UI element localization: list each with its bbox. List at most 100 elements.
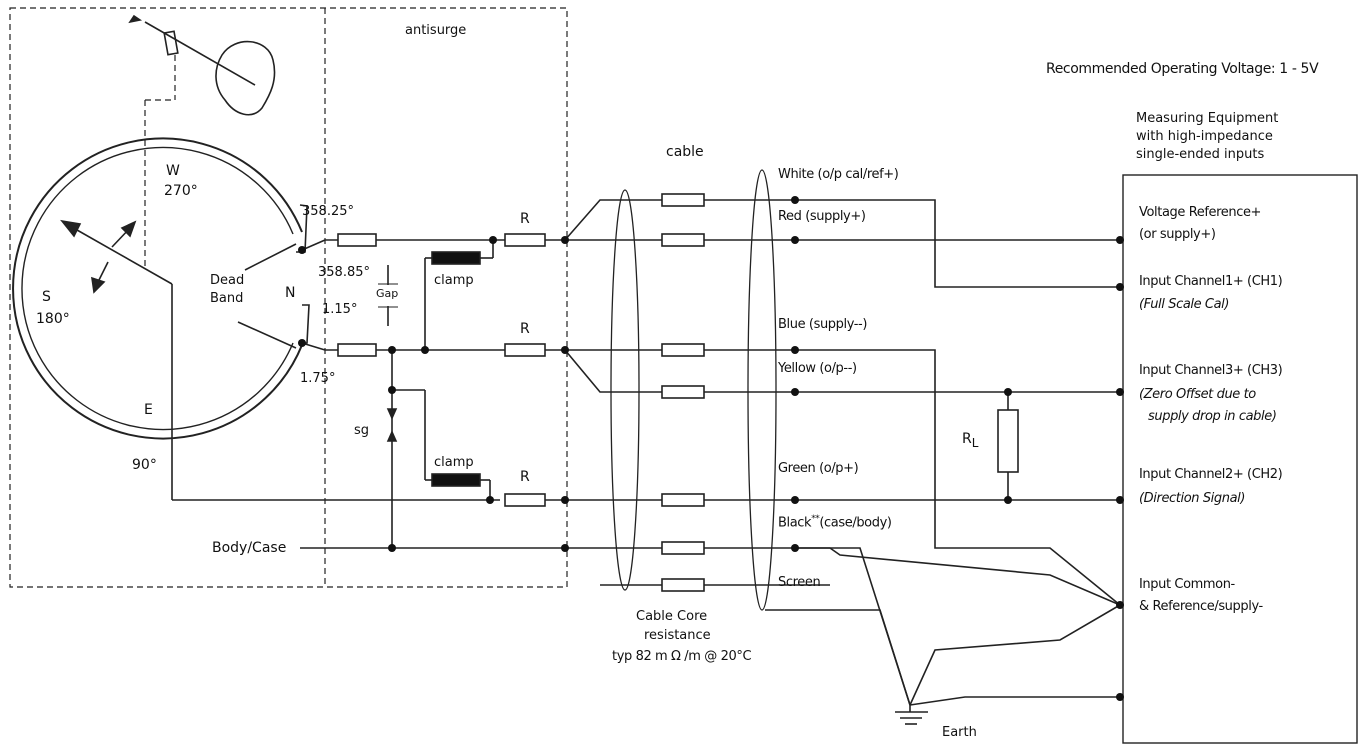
- sg-arrow-2: [386, 430, 398, 442]
- deg-358-25: 358.25°: [302, 204, 354, 219]
- resistor-bottom: [337, 343, 377, 357]
- node-dot: [791, 388, 799, 396]
- input-ch3-note2: supply drop in cable): [1148, 409, 1277, 424]
- node-dot: [561, 544, 569, 552]
- sg-arrow-1: [386, 408, 398, 420]
- input-vref-label: Voltage Reference+: [1139, 205, 1262, 220]
- node-dot: [791, 236, 799, 244]
- core-res-blue: [661, 343, 705, 357]
- core-res-screen: [661, 578, 705, 592]
- node-dot: [1004, 496, 1012, 504]
- vane-shaft: [144, 21, 256, 86]
- gap-label: Gap: [376, 287, 399, 300]
- input-ch2-label: Input Channel2+ (CH2): [1139, 467, 1283, 482]
- core-res-yellow: [661, 385, 705, 399]
- deadband-arrow-top: [244, 243, 297, 271]
- core-res-red: [661, 233, 705, 247]
- rotate-arrow-2-head: [91, 276, 106, 294]
- node-dot: [1116, 693, 1124, 701]
- black-wire-label: Black**(case/body): [778, 515, 892, 531]
- black-main: Black: [778, 515, 812, 531]
- node-dot: [388, 386, 396, 394]
- white-wire: [564, 199, 1120, 288]
- blue-wire: [565, 349, 1121, 606]
- R-bottom: [504, 493, 546, 507]
- node-dot: [298, 246, 306, 254]
- clamp-top: [431, 251, 481, 265]
- r1-label: R: [520, 211, 530, 227]
- core-line1: Cable Core: [636, 609, 708, 624]
- pot-track-inner: [21, 146, 294, 431]
- earth-wire-1: [795, 547, 911, 706]
- angle-s: S: [42, 289, 51, 305]
- core-line3: typ 82 m Ω /m @ 20°C: [612, 649, 752, 664]
- node-dot: [1116, 388, 1124, 396]
- band-label: Band: [210, 291, 244, 306]
- antisurge-label: antisurge: [405, 23, 467, 38]
- input-ch3-note1: (Zero Offset due to: [1139, 387, 1256, 402]
- core-line2: resistance: [644, 628, 711, 643]
- angle-90: 90°: [132, 457, 157, 473]
- node-dot: [421, 346, 429, 354]
- node-dot: [561, 496, 569, 504]
- sensor-dashed-box: [9, 7, 568, 588]
- earth-wire-2: [765, 609, 911, 706]
- dead-label: Dead: [210, 273, 245, 288]
- cable-label: cable: [666, 144, 704, 160]
- node-dot: [486, 496, 494, 504]
- vane-clip: [163, 30, 179, 56]
- input-ch3-label: Input Channel3+ (CH3): [1139, 363, 1283, 378]
- angle-w: W: [166, 163, 180, 179]
- vane-tail: [128, 14, 143, 24]
- cable-ellipse-left: [610, 189, 640, 591]
- equipment-line2: with high-impedance: [1136, 129, 1273, 144]
- clamp-top-label: clamp: [434, 273, 474, 288]
- top-lead: [301, 239, 326, 251]
- input-vref-alt-label: (or supply+): [1139, 227, 1216, 242]
- rotate-arrow-2: [97, 261, 109, 283]
- yellow-wire-label: Yellow (o/p--): [778, 361, 857, 376]
- pot-track-outer: [12, 137, 303, 440]
- deg-1-75: 1.75°: [300, 371, 336, 386]
- wiper-arrow: [60, 219, 82, 238]
- deadband-arrow-bottom: [237, 321, 297, 349]
- clamp-bottom-label: clamp: [434, 455, 474, 470]
- yellow-wire: [564, 349, 1120, 393]
- equipment-line1: Measuring Equipment: [1136, 111, 1279, 126]
- input-ch2-note: (Direction Signal): [1139, 491, 1246, 506]
- rotate-arrow-1-head: [120, 220, 137, 238]
- angle-e: E: [144, 402, 153, 418]
- earth-label: Earth: [942, 725, 977, 740]
- angle-n: N: [285, 285, 296, 301]
- node-dot: [561, 236, 569, 244]
- node-dot: [791, 544, 799, 552]
- core-res-green: [661, 493, 705, 507]
- node-dot: [1116, 601, 1124, 609]
- deg-358-85: 358.85°: [318, 265, 370, 280]
- input-ch1-note: (Full Scale Cal): [1139, 297, 1230, 312]
- node-dot: [489, 236, 497, 244]
- R-top: [504, 233, 546, 247]
- R-middle: [504, 343, 546, 357]
- recommended-voltage-label: Recommended Operating Voltage: 1 - 5V: [1046, 61, 1319, 77]
- node-dot: [388, 346, 396, 354]
- node-dot: [1116, 236, 1124, 244]
- equipment-line3: single-ended inputs: [1136, 147, 1265, 162]
- r2-label: R: [520, 321, 530, 337]
- input-ch1-label: Input Channel1+ (CH1): [1139, 274, 1283, 289]
- core-res-white: [661, 193, 705, 207]
- node-dot: [1004, 388, 1012, 396]
- screen-wire-label: Screen: [778, 575, 821, 590]
- sg-label: sg: [354, 423, 370, 438]
- clamp-bottom: [431, 473, 481, 487]
- node-dot: [561, 346, 569, 354]
- node-dot: [791, 196, 799, 204]
- angle-180: 180°: [36, 311, 70, 327]
- node-dot: [1116, 496, 1124, 504]
- node-dot: [388, 544, 396, 552]
- input-common-label: Input Common-: [1139, 577, 1235, 592]
- body-case-label: Body/Case: [212, 540, 287, 556]
- angle-270: 270°: [164, 183, 198, 199]
- rl-sub: L: [971, 435, 979, 450]
